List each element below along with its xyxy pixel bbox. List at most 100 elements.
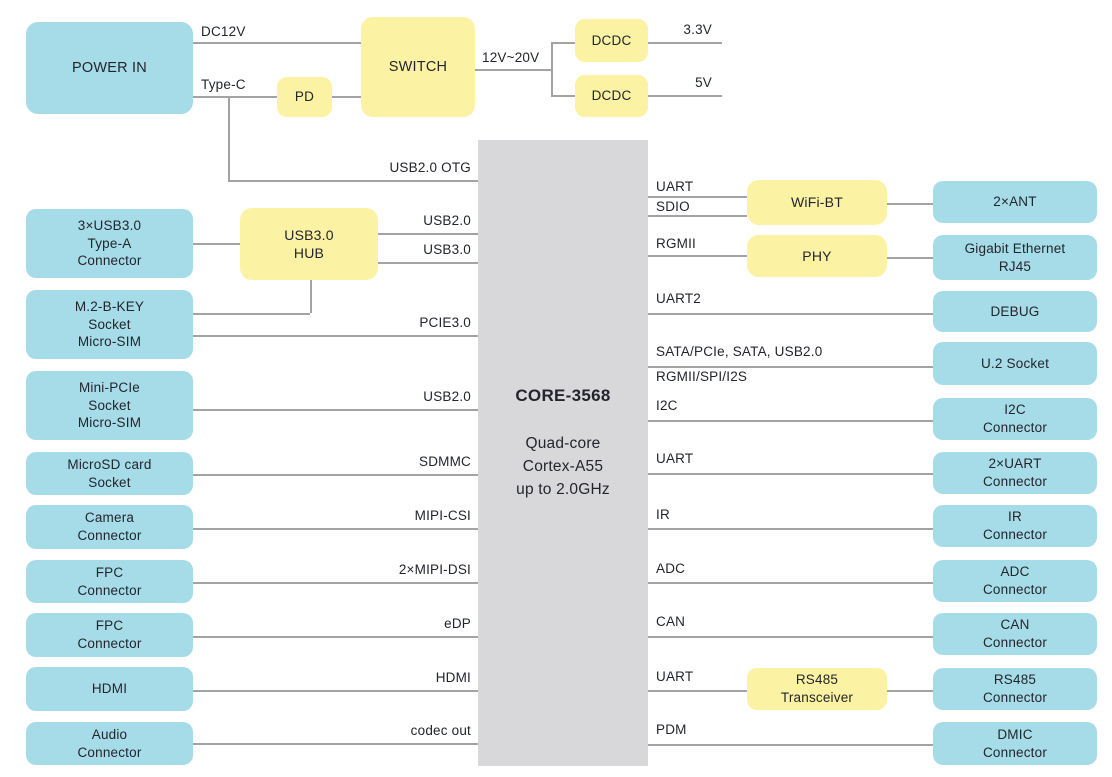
can-connector-box: CAN Connector xyxy=(933,613,1097,655)
wire-uart-wifi xyxy=(648,196,747,198)
usb3-hub-box: USB3.0 HUB xyxy=(240,208,378,280)
wire-mipi-csi xyxy=(193,528,478,530)
dcdc-top-box: DCDC xyxy=(575,19,648,62)
bus-label-mipi-dsi: 2×MIPI-DSI xyxy=(398,562,471,577)
wire-mipi-dsi xyxy=(193,582,478,584)
wire-pdm xyxy=(648,744,933,746)
wire-type-c-drop xyxy=(228,96,230,180)
audio-connector-box: Audio Connector xyxy=(26,722,193,765)
wire-uart-rs485 xyxy=(648,690,747,692)
wire-wifi-ant xyxy=(887,203,933,205)
bus-label-uart-2x: UART xyxy=(656,451,694,466)
wire-5v-out xyxy=(648,95,722,97)
bus-label-codec-out: codec out xyxy=(410,723,471,738)
bus-label-type-c: Type-C xyxy=(201,77,246,92)
wire-adc xyxy=(648,582,933,584)
bus-label-sdio: SDIO xyxy=(656,199,690,214)
bus-label-uart-wifi: UART xyxy=(656,179,694,194)
fpc-connector-1-box: FPC Connector xyxy=(26,560,193,603)
ir-connector-box: IR Connector xyxy=(933,505,1097,547)
bus-label-dc12v: DC12V xyxy=(201,24,246,39)
gigabit-ethernet-box: Gigabit Ethernet RJ45 xyxy=(933,235,1097,280)
wire-dcdc-split xyxy=(551,42,553,96)
wire-can xyxy=(648,636,933,638)
adc-connector-box: ADC Connector xyxy=(933,560,1097,602)
wire-i2c xyxy=(648,420,933,422)
bus-label-sdmmc: SDMMC xyxy=(419,454,471,469)
wire-hub-usb2 xyxy=(378,233,478,235)
bus-label-ir: IR xyxy=(656,507,670,522)
pd-box: PD xyxy=(277,77,332,117)
wire-sata xyxy=(648,366,933,368)
fpc-connector-2-box: FPC Connector xyxy=(26,613,193,657)
bus-label-uart2: UART2 xyxy=(656,291,702,306)
bus-label-usb3-hub: USB3.0 xyxy=(423,242,471,257)
m2-b-key-socket-box: M.2-B-KEY Socket Micro-SIM xyxy=(26,290,193,359)
wire-switch-out xyxy=(475,69,552,71)
bus-label-sata-pcie: SATA/PCIe, SATA, USB2.0 xyxy=(656,344,823,359)
bus-label-hdmi: HDMI xyxy=(435,670,471,685)
microsd-socket-box: MicroSD card Socket xyxy=(26,452,193,495)
wire-hdmi xyxy=(193,690,478,692)
wire-dcdc-bottom-in xyxy=(551,95,575,97)
wire-m2-hub xyxy=(193,313,310,315)
bus-label-5v: 5V xyxy=(695,75,712,90)
wire-dcdc-top-in xyxy=(551,42,575,44)
wire-dc12v xyxy=(193,42,361,44)
ant-box: 2×ANT xyxy=(933,181,1097,223)
rs485-connector-box: RS485 Connector xyxy=(933,668,1097,710)
bus-label-mipi-csi: MIPI-CSI xyxy=(414,508,471,523)
u2-socket-box: U.2 Socket xyxy=(933,342,1097,385)
bus-label-edp: eDP xyxy=(444,616,471,631)
dcdc-bottom-box: DCDC xyxy=(575,75,648,117)
phy-box: PHY xyxy=(747,235,887,277)
bus-label-pdm: PDM xyxy=(656,722,687,737)
debug-box: DEBUG xyxy=(933,291,1097,332)
wire-sdio xyxy=(648,215,747,217)
core-module-box: CORE-3568 Quad-core Cortex-A55 up to 2.0… xyxy=(478,140,648,766)
wire-rgmii xyxy=(648,255,747,257)
wire-typea-hub xyxy=(193,243,240,245)
bus-label-3v3: 3.3V xyxy=(683,22,712,37)
bus-label-usb2-hub: USB2.0 xyxy=(423,213,471,228)
core-module-title: CORE-3568 xyxy=(515,386,611,405)
wire-usb2-minipcie xyxy=(193,409,478,411)
wire-codec-out xyxy=(193,743,478,745)
switch-box: SWITCH xyxy=(361,17,475,117)
i2c-connector-box: I2C Connector xyxy=(933,398,1097,440)
wire-hub-drop xyxy=(310,280,312,313)
bus-label-usb2-otg: USB2.0 OTG xyxy=(389,160,471,175)
bus-label-adc: ADC xyxy=(656,561,686,576)
wire-ir xyxy=(648,528,933,530)
wire-uart2 xyxy=(648,313,933,315)
wifi-bt-box: WiFi-BT xyxy=(747,180,887,225)
hdmi-box: HDMI xyxy=(26,667,193,711)
wire-rs485-out xyxy=(887,690,933,692)
wire-phy-rj45 xyxy=(887,257,933,259)
bus-label-rgmii: RGMII xyxy=(656,236,696,251)
wire-sdmmc xyxy=(193,474,478,476)
uart-connector-box: 2×UART Connector xyxy=(933,452,1097,494)
bus-label-pcie3: PCIE3.0 xyxy=(419,315,471,330)
bus-label-usb2-minipcie: USB2.0 xyxy=(423,389,471,404)
mini-pcie-socket-box: Mini-PCIe Socket Micro-SIM xyxy=(26,371,193,440)
wire-uart-2x xyxy=(648,473,933,475)
dmic-connector-box: DMIC Connector xyxy=(933,722,1097,765)
wire-usb2-otg xyxy=(228,180,478,182)
wire-3v3-out xyxy=(648,42,722,44)
wire-pcie3 xyxy=(193,335,478,337)
core-module-subtitle: Quad-core Cortex-A55 up to 2.0GHz xyxy=(516,435,610,498)
rs485-transceiver-box: RS485 Transceiver xyxy=(747,668,887,710)
wire-pd-switch xyxy=(332,96,361,98)
bus-label-i2c: I2C xyxy=(656,398,678,413)
wire-hub-usb3 xyxy=(378,262,478,264)
wire-type-c xyxy=(193,96,277,98)
bus-label-uart-rs485: UART xyxy=(656,669,694,684)
camera-connector-box: Camera Connector xyxy=(26,505,193,549)
usb3-typea-connector-box: 3×USB3.0 Type-A Connector xyxy=(26,209,193,278)
bus-label-can: CAN xyxy=(656,614,686,629)
bus-label-12v-20v: 12V~20V xyxy=(482,50,540,65)
wire-edp xyxy=(193,636,478,638)
power-in-box: POWER IN xyxy=(26,22,193,114)
